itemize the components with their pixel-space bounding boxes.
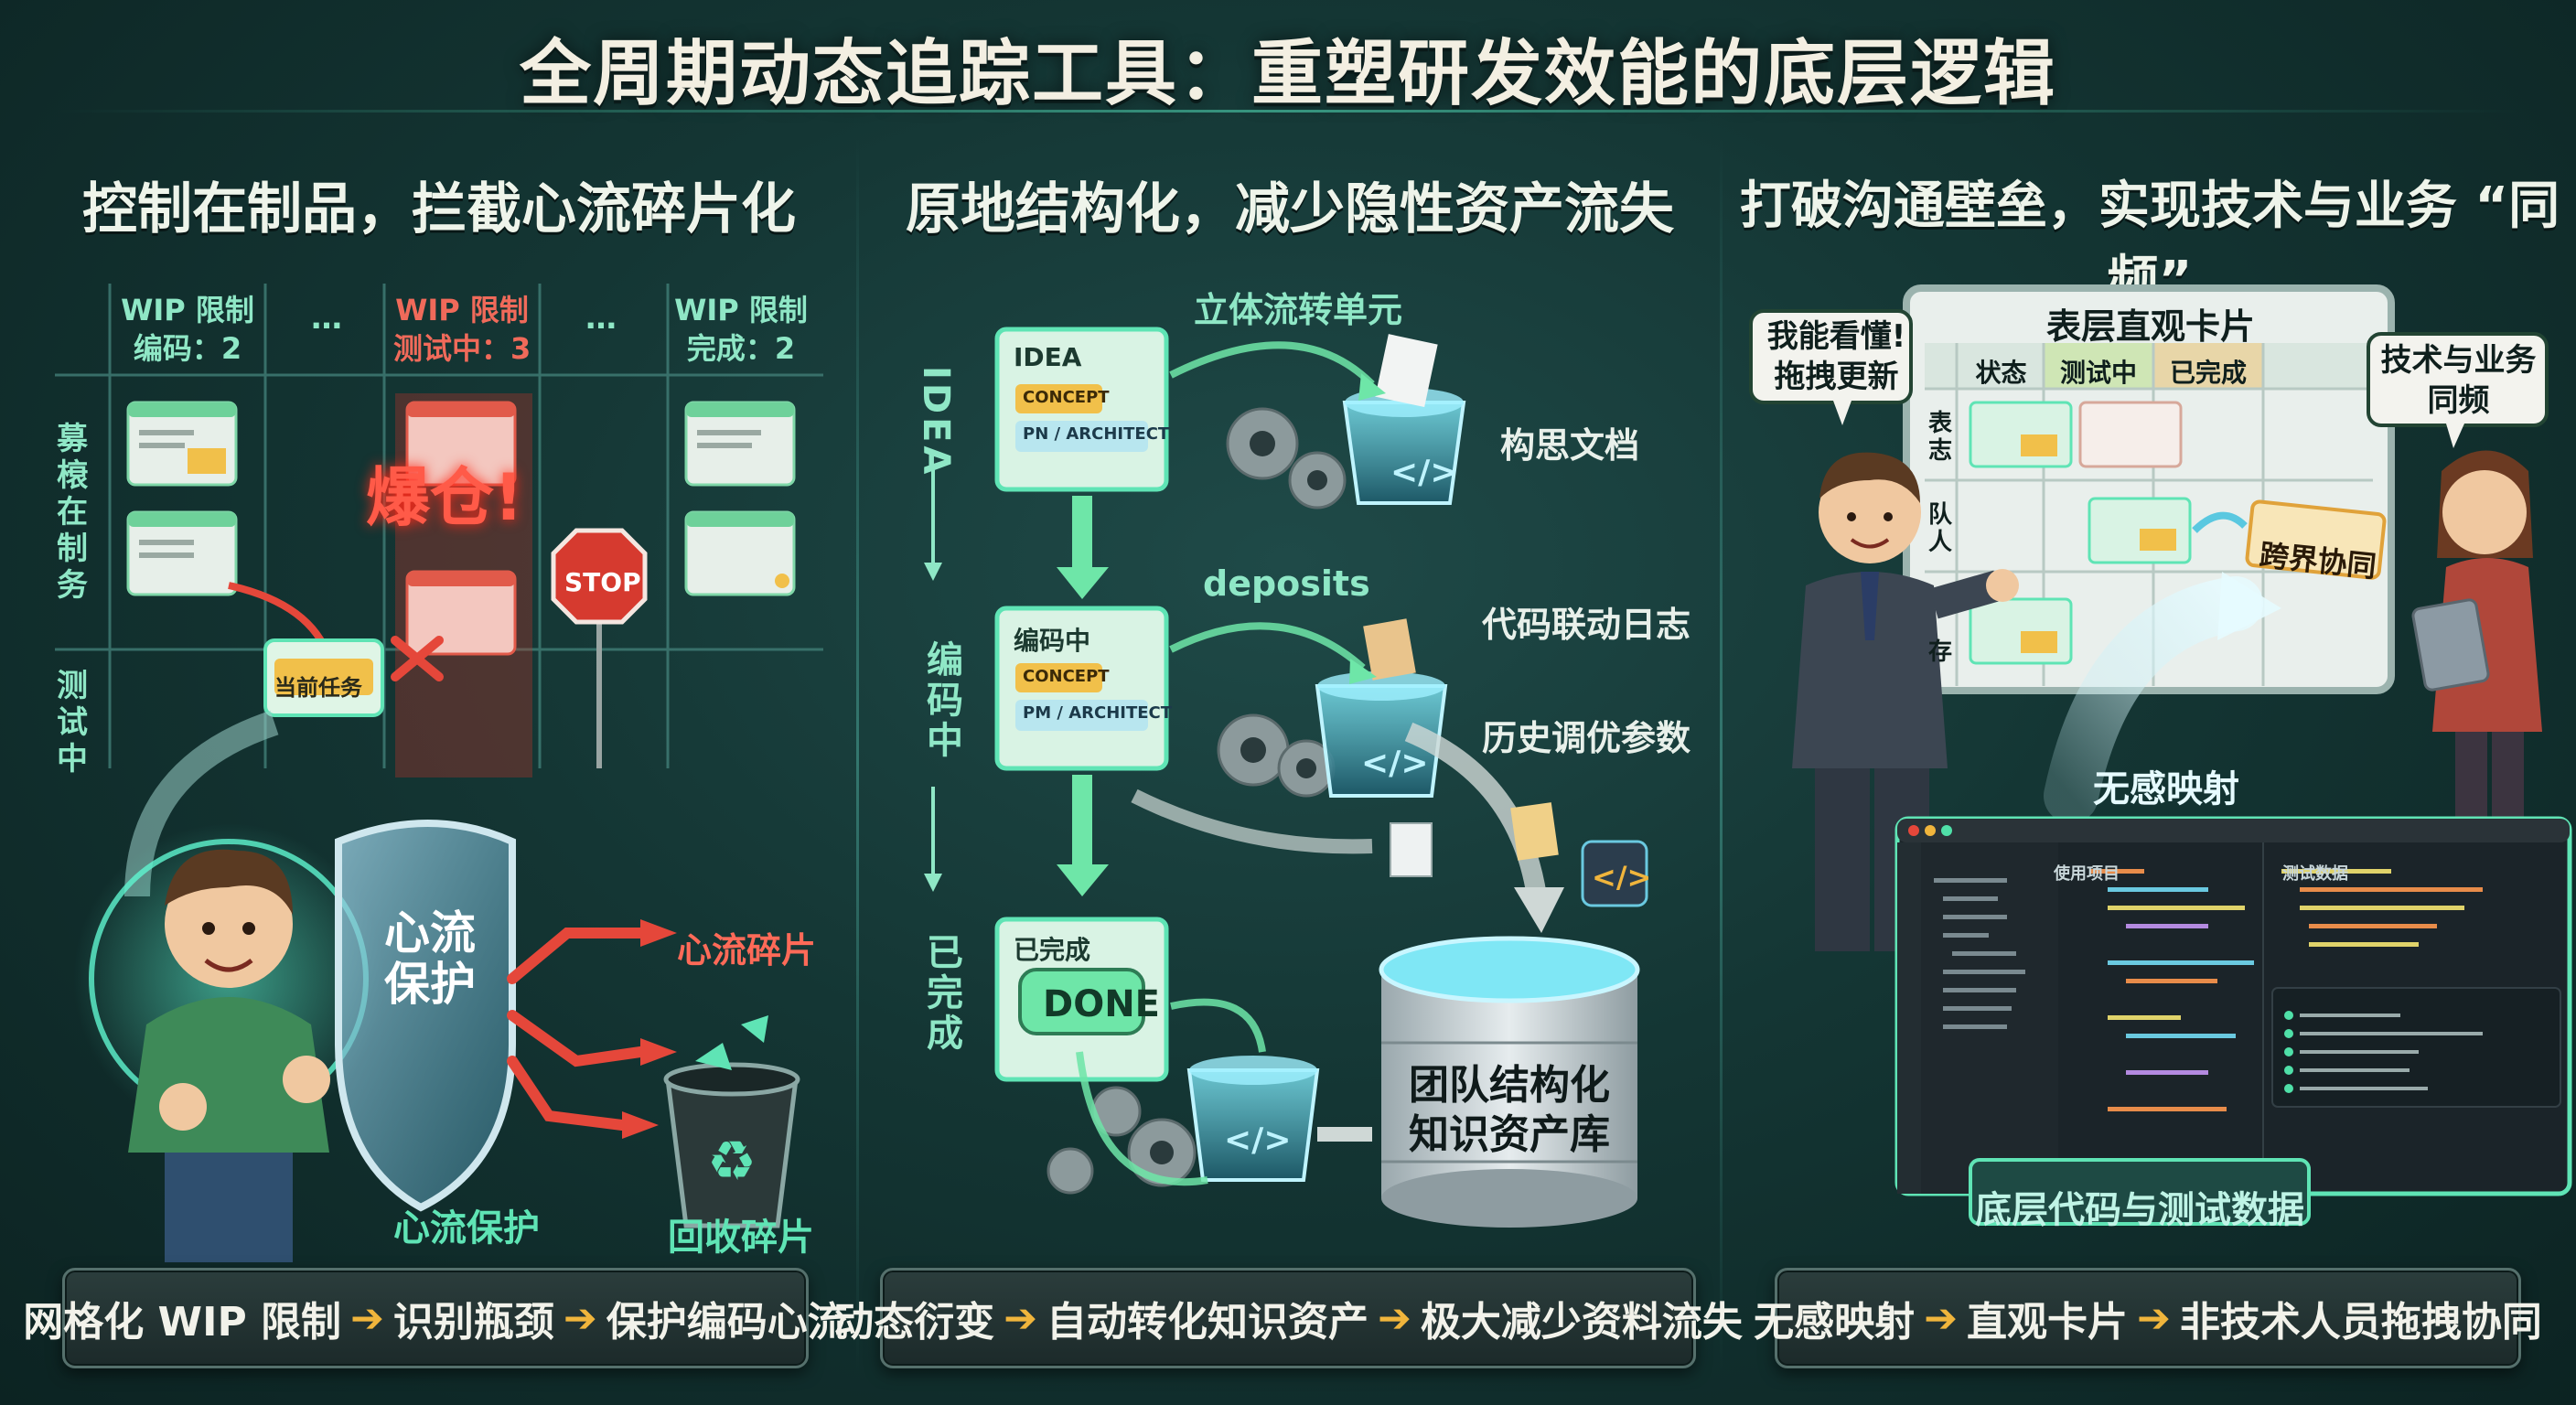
panel-divider-2 [1720, 137, 1723, 1372]
panel3-title: 打破沟通壁垒，实现技术与业务 “同频” [1739, 177, 2560, 310]
wip-col-ellipsis-2: … [585, 300, 617, 337]
arrow-icon: ➔ [1378, 1294, 1411, 1342]
deposits-label: deposits [1203, 563, 1370, 604]
code-icon: </> [1224, 1121, 1292, 1159]
board-row-label: 表志 [1928, 410, 1953, 465]
flow-stage-idea: IDEA [915, 366, 957, 478]
code-icon: </> [1592, 860, 1652, 895]
wip-col-testing: WIP 限制测试中：3 [393, 293, 531, 366]
flow-fragment-label: 心流碎片 [677, 930, 817, 971]
coding-card-tag-concept: CONCEPT [1023, 667, 1110, 686]
code-log-label: 代码联动日志 [1482, 605, 1691, 645]
stop-sign-label: STOP [564, 567, 641, 597]
board-header-done: 已完成 [2169, 358, 2247, 388]
arrow-icon: ➔ [1924, 1294, 1958, 1342]
board-header-status: 状态 [1975, 358, 2027, 388]
speech-bubble-right: 技术与业务同频 [2380, 342, 2537, 419]
wip-col-coding: WIP 限制编码：2 [121, 293, 254, 366]
arrow-icon: ➔ [563, 1294, 597, 1342]
ide-tab-project: 使用项目 [2054, 864, 2120, 884]
svg-text:♻: ♻ [707, 1130, 757, 1194]
panel2-illustration [924, 327, 1648, 1228]
current-task-card: 当前任务 [274, 675, 362, 701]
panel3-footer: 无感映射➔ 直观卡片➔ 非技术人员拖拽协同 [1754, 1268, 2542, 1368]
unit-label: 立体流转单元 [1194, 290, 1403, 330]
code-test-data-label: 底层代码与测试数据 [1975, 1189, 2304, 1231]
panel2-footer: 动态衍变➔ 自动转化知识资产➔ 极大减少资料流失 [833, 1268, 1743, 1368]
idea-card-tag-concept: CONCEPT [1023, 388, 1110, 407]
done-button: DONE [1043, 983, 1161, 1025]
wip-card [126, 401, 238, 487]
flow-stage-coding: 编码中 [920, 640, 962, 761]
arrow-icon: ➔ [2137, 1294, 2171, 1342]
code-icon: </> [1361, 745, 1429, 782]
row-label-testing: 测试中 [57, 668, 88, 778]
panel2-title: 原地结构化，减少隐性资产流失 [906, 177, 1674, 241]
flow-protection-label: 心流保护 [393, 1207, 540, 1249]
concept-doc-label: 构思文档 [1500, 425, 1640, 466]
kanban-board-title: 表层直观卡片 [2045, 306, 2255, 347]
row-label-in-progress: 募榱在制务 [57, 421, 88, 604]
board-row-label: 存 [1928, 638, 1953, 666]
done-card-title: 已完成 [1014, 935, 1091, 965]
idea-card-title: IDEA [1014, 342, 1082, 372]
code-icon: </> [1390, 454, 1458, 491]
panel1-illustration: ♻ [55, 284, 823, 1262]
panel3-illustration [1749, 284, 2572, 1226]
wip-col-done: WIP 限制完成：2 [674, 293, 808, 366]
shield-text: 心流保护 [384, 906, 476, 1011]
recycle-fragments-label: 回收碎片 [668, 1217, 814, 1259]
developer-figure [128, 849, 330, 1262]
business-person-figure [1792, 452, 2019, 951]
coding-card-title: 编码中 [1014, 626, 1091, 656]
knowledge-base-label: 团队结构化知识资产库 [1409, 1062, 1610, 1158]
idea-card-tag-architect: PN / ARCHITECT [1023, 424, 1170, 444]
coding-card-tag-architect: PM / ARCHITECT [1023, 703, 1173, 723]
flow-stage-done: 已完成 [920, 933, 962, 1054]
overflow-burst-label: 爆仓! [366, 460, 523, 535]
speech-bubble-left: 我能看懂!拖拽更新 [1766, 318, 1906, 395]
tuning-params-label: 历史调优参数 [1482, 718, 1691, 758]
panel-divider-1 [856, 137, 859, 1372]
board-row-label: 队人 [1928, 501, 1953, 556]
panel1-title: 控制在制品，拦截心流碎片化 [82, 177, 796, 241]
seamless-mapping-label: 无感映射 [2093, 768, 2239, 810]
page-title: 全周期动态追踪工具：重塑研发效能的底层逻辑 [519, 33, 2056, 115]
arrow-icon: ➔ [1004, 1294, 1037, 1342]
knowledge-database-icon [1379, 936, 1640, 1228]
wip-col-ellipsis-1: … [311, 300, 342, 337]
title-divider [55, 110, 2521, 113]
arrow-icon: ➔ [350, 1294, 384, 1342]
recycle-bin-icon: ♻ [663, 1015, 800, 1228]
ide-tab-test-data: 测试数据 [2282, 864, 2348, 884]
panel1-footer: 网格化 WIP 限制➔ 识别瓶颈➔ 保护编码心流 [23, 1268, 848, 1368]
board-header-testing: 测试中 [2059, 358, 2137, 388]
